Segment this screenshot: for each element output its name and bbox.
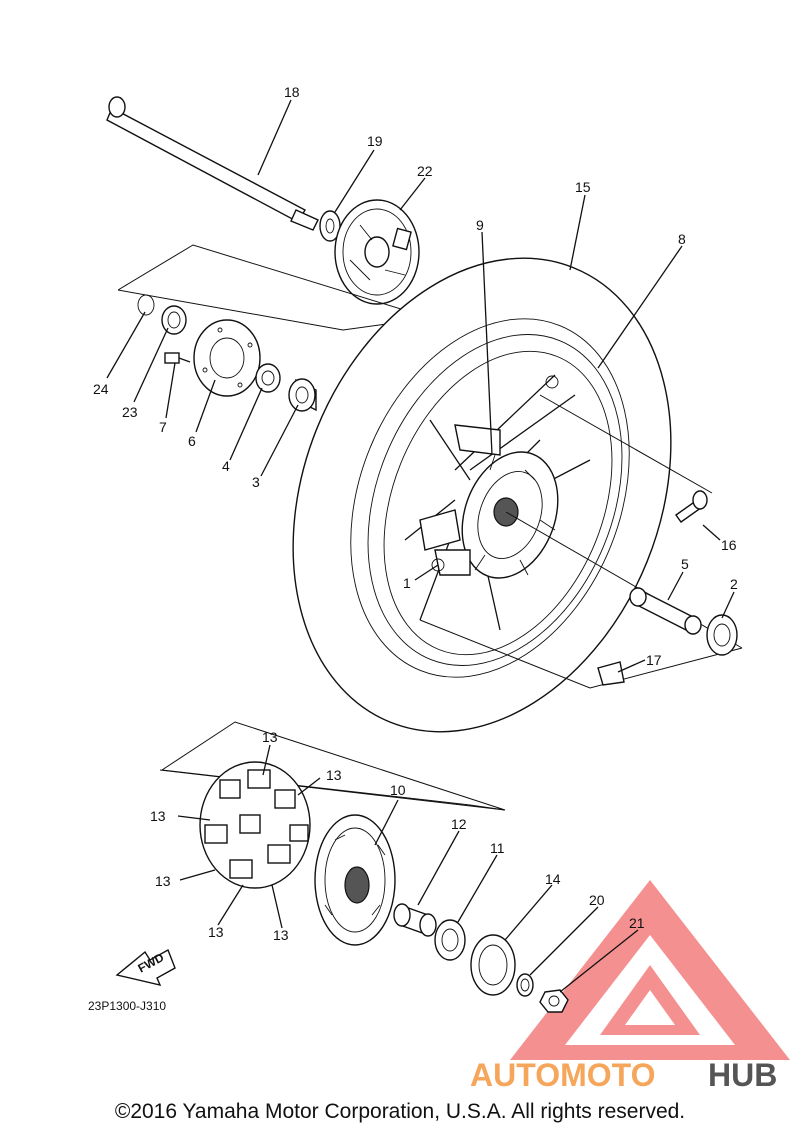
automotohub-logo — [510, 880, 790, 1060]
hub-cover — [334, 199, 420, 305]
callout-16: 16 — [721, 537, 737, 553]
watermark-hub: HUB — [708, 1057, 777, 1093]
callout-13-lower-left: 13 — [155, 873, 171, 889]
collar — [161, 305, 187, 335]
bolt — [164, 352, 191, 364]
callout-7: 7 — [159, 419, 167, 435]
callout-10: 10 — [390, 782, 406, 798]
callout-17: 17 — [646, 652, 662, 668]
axle-nut — [539, 989, 569, 1013]
wheel-assembly — [292, 257, 672, 733]
callout-8: 8 — [678, 231, 686, 247]
callout-21: 21 — [629, 915, 645, 931]
air-valve — [675, 490, 708, 523]
balance-weight — [597, 661, 625, 686]
callout-23: 23 — [122, 404, 138, 420]
mounting-plate — [193, 319, 261, 397]
callout-6: 6 — [188, 433, 196, 449]
callout-2: 2 — [730, 576, 738, 592]
bearing-lower — [434, 919, 466, 961]
washer — [516, 973, 534, 997]
callout-24: 24 — [93, 381, 109, 397]
callout-1: 1 — [403, 575, 411, 591]
callout-20: 20 — [589, 892, 605, 908]
callout-13-left: 13 — [150, 808, 166, 824]
o-ring — [137, 294, 155, 316]
bearing-right — [706, 614, 738, 656]
fwd-arrow-icon: FWD — [115, 948, 176, 986]
callout-19: 19 — [367, 133, 383, 149]
damper-cluster — [199, 761, 311, 889]
collar-lower — [393, 903, 437, 937]
callout-4: 4 — [222, 458, 230, 474]
callout-5: 5 — [681, 556, 689, 572]
callout-3: 3 — [252, 474, 260, 490]
bearing-left — [288, 378, 317, 412]
watermark-auto: AUTOMOTO — [470, 1057, 655, 1093]
callout-9: 9 — [476, 217, 484, 233]
clutch-hub — [314, 814, 396, 946]
spacer — [629, 587, 702, 635]
callout-18: 18 — [284, 84, 300, 100]
callout-13-bottom-right: 13 — [273, 927, 289, 943]
oil-seal-lower — [470, 934, 516, 996]
callout-11: 11 — [490, 840, 505, 856]
drawing-code: 23P1300-J310 — [88, 999, 166, 1013]
callout-13-top: 13 — [262, 729, 278, 745]
callout-14: 14 — [545, 871, 561, 887]
callout-12: 12 — [451, 816, 467, 832]
callout-13-bottom: 13 — [208, 924, 224, 940]
group-frame-bottom-right — [419, 619, 743, 689]
callout-15: 15 — [575, 179, 591, 195]
copyright-notice: ©2016 Yamaha Motor Corporation, U.S.A. A… — [114, 1100, 686, 1123]
callout-22: 22 — [417, 163, 433, 179]
leader-lines — [106, 99, 735, 993]
callout-13-right: 13 — [326, 767, 342, 783]
oil-seal-left — [255, 363, 281, 393]
axle — [106, 96, 319, 231]
